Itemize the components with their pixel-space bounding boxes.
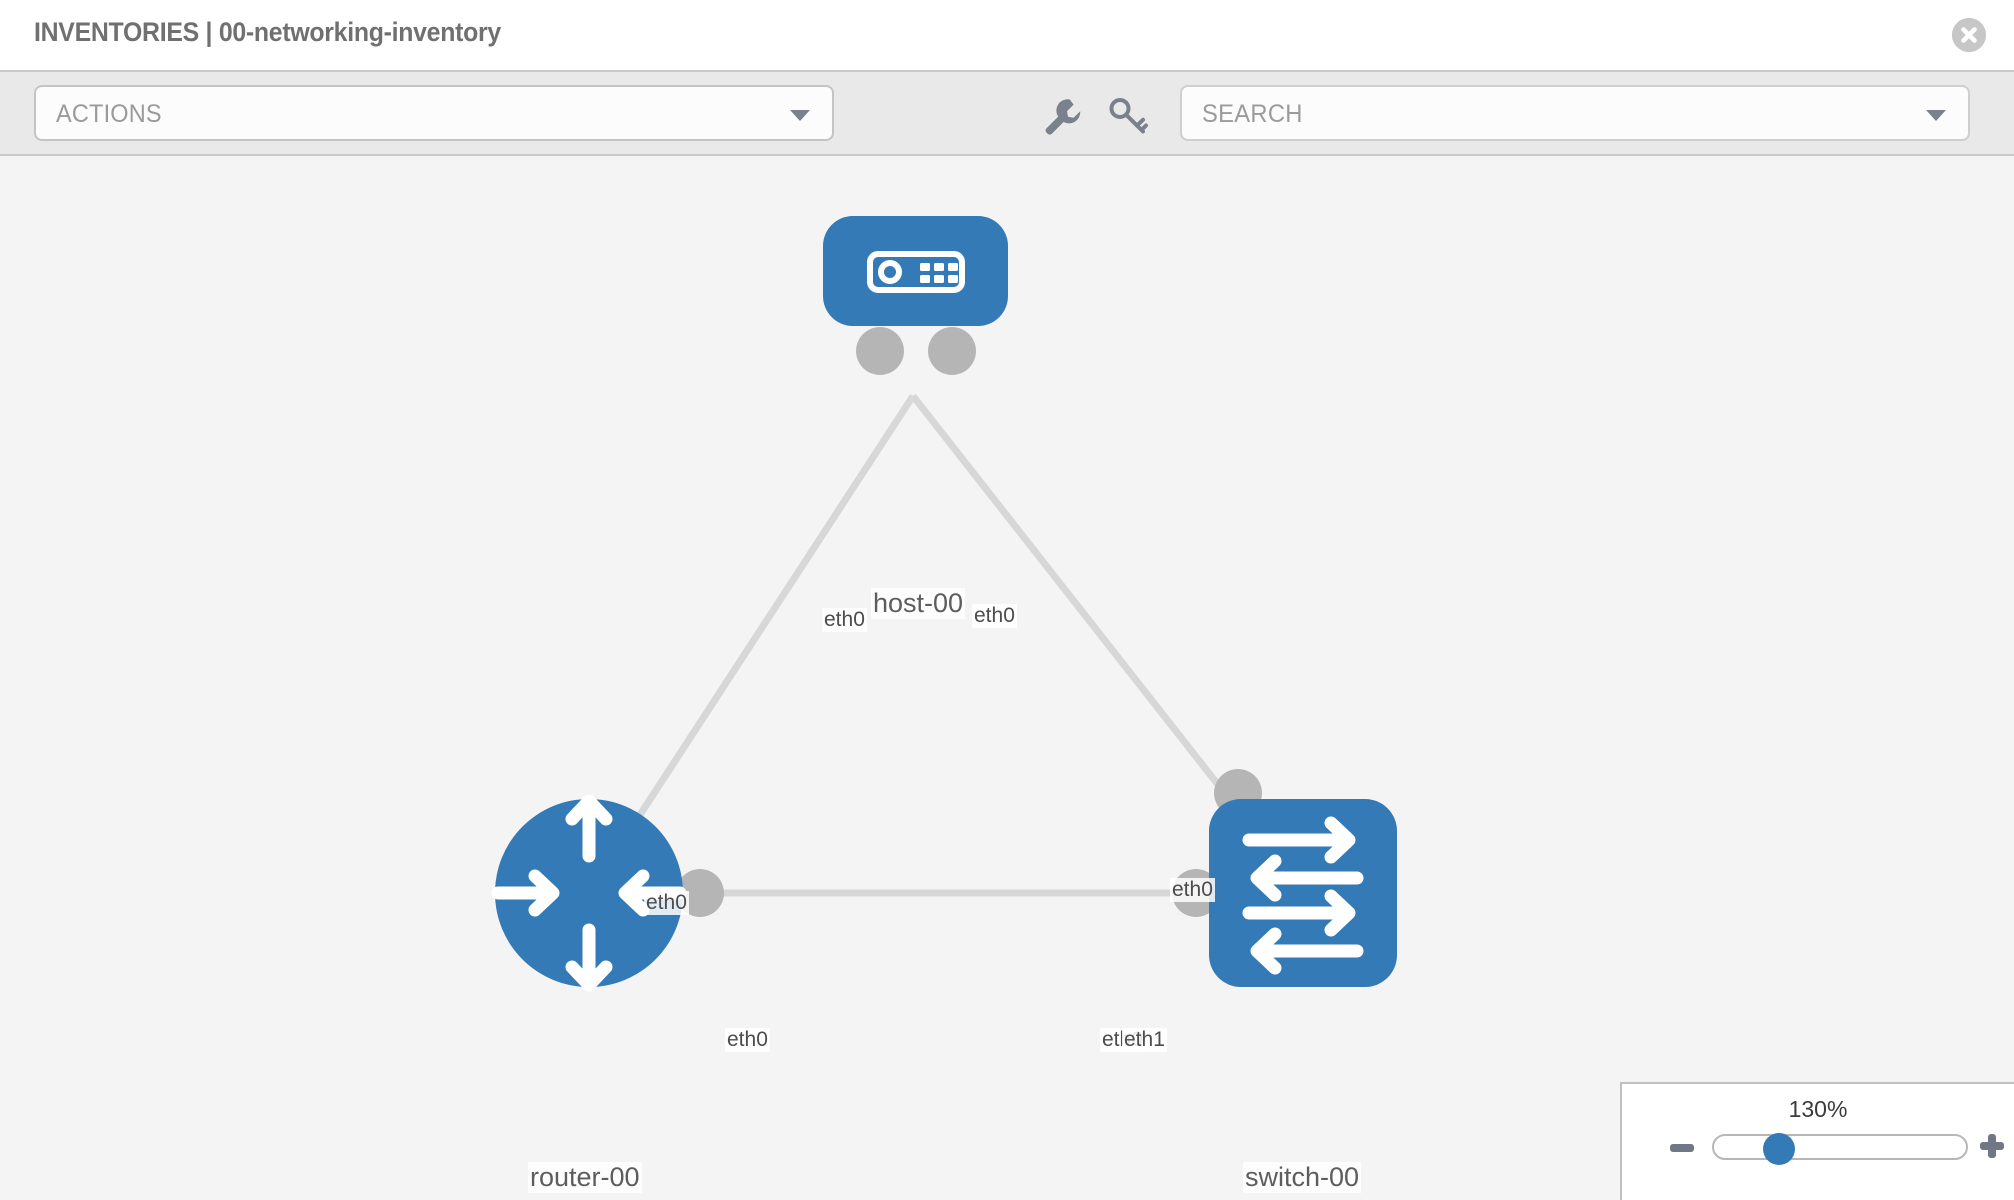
actions-dropdown[interactable]: ACTIONS <box>34 85 834 141</box>
node-router-00 <box>491 794 687 992</box>
search-input[interactable]: SEARCH <box>1180 85 1970 141</box>
chevron-down-icon <box>790 110 810 121</box>
zoom-slider-thumb[interactable] <box>1763 1133 1795 1165</box>
iface-label: eth1 <box>1122 1028 1167 1052</box>
search-input-value: SEARCH <box>1202 100 1303 128</box>
close-icon[interactable] <box>1952 18 1986 52</box>
iface-label: eth0 <box>972 604 1017 628</box>
node-host-00 <box>823 216 1008 326</box>
page-header: INVENTORIES | 00-networking-inventory <box>0 0 2014 70</box>
zoom-slider-track[interactable] <box>1712 1134 1968 1160</box>
chevron-down-icon <box>1926 110 1946 121</box>
node-switch-00 <box>1209 799 1397 987</box>
zoom-out-button[interactable] <box>1670 1144 1694 1152</box>
wrench-icon[interactable] <box>1040 94 1082 136</box>
zoom-in-button[interactable] <box>1980 1134 2004 1158</box>
iface-label: eth0 <box>822 608 867 632</box>
zoom-control-panel: 130% <box>1620 1082 2014 1200</box>
iface-label: eth0 <box>725 1028 770 1052</box>
topology-links <box>586 393 1306 897</box>
node-label-host-00: host-00 <box>871 588 966 619</box>
key-icon[interactable] <box>1107 94 1149 136</box>
topology-graph <box>491 216 1397 992</box>
page-title: INVENTORIES | 00-networking-inventory <box>34 17 501 47</box>
zoom-level-label: 130% <box>1788 1096 1848 1122</box>
iface-label: eth0 <box>1170 878 1215 902</box>
actions-dropdown-label: ACTIONS <box>56 100 162 128</box>
node-label-switch-00: switch-00 <box>1243 1162 1362 1193</box>
topology-canvas[interactable]: host-00 router-00 switch-00 eth0 eth0 et… <box>0 156 2014 1200</box>
iface-label: eth0 <box>644 891 689 915</box>
node-label-router-00: router-00 <box>528 1162 642 1193</box>
toolbar: ACTIONS SEARCH <box>0 70 2014 156</box>
